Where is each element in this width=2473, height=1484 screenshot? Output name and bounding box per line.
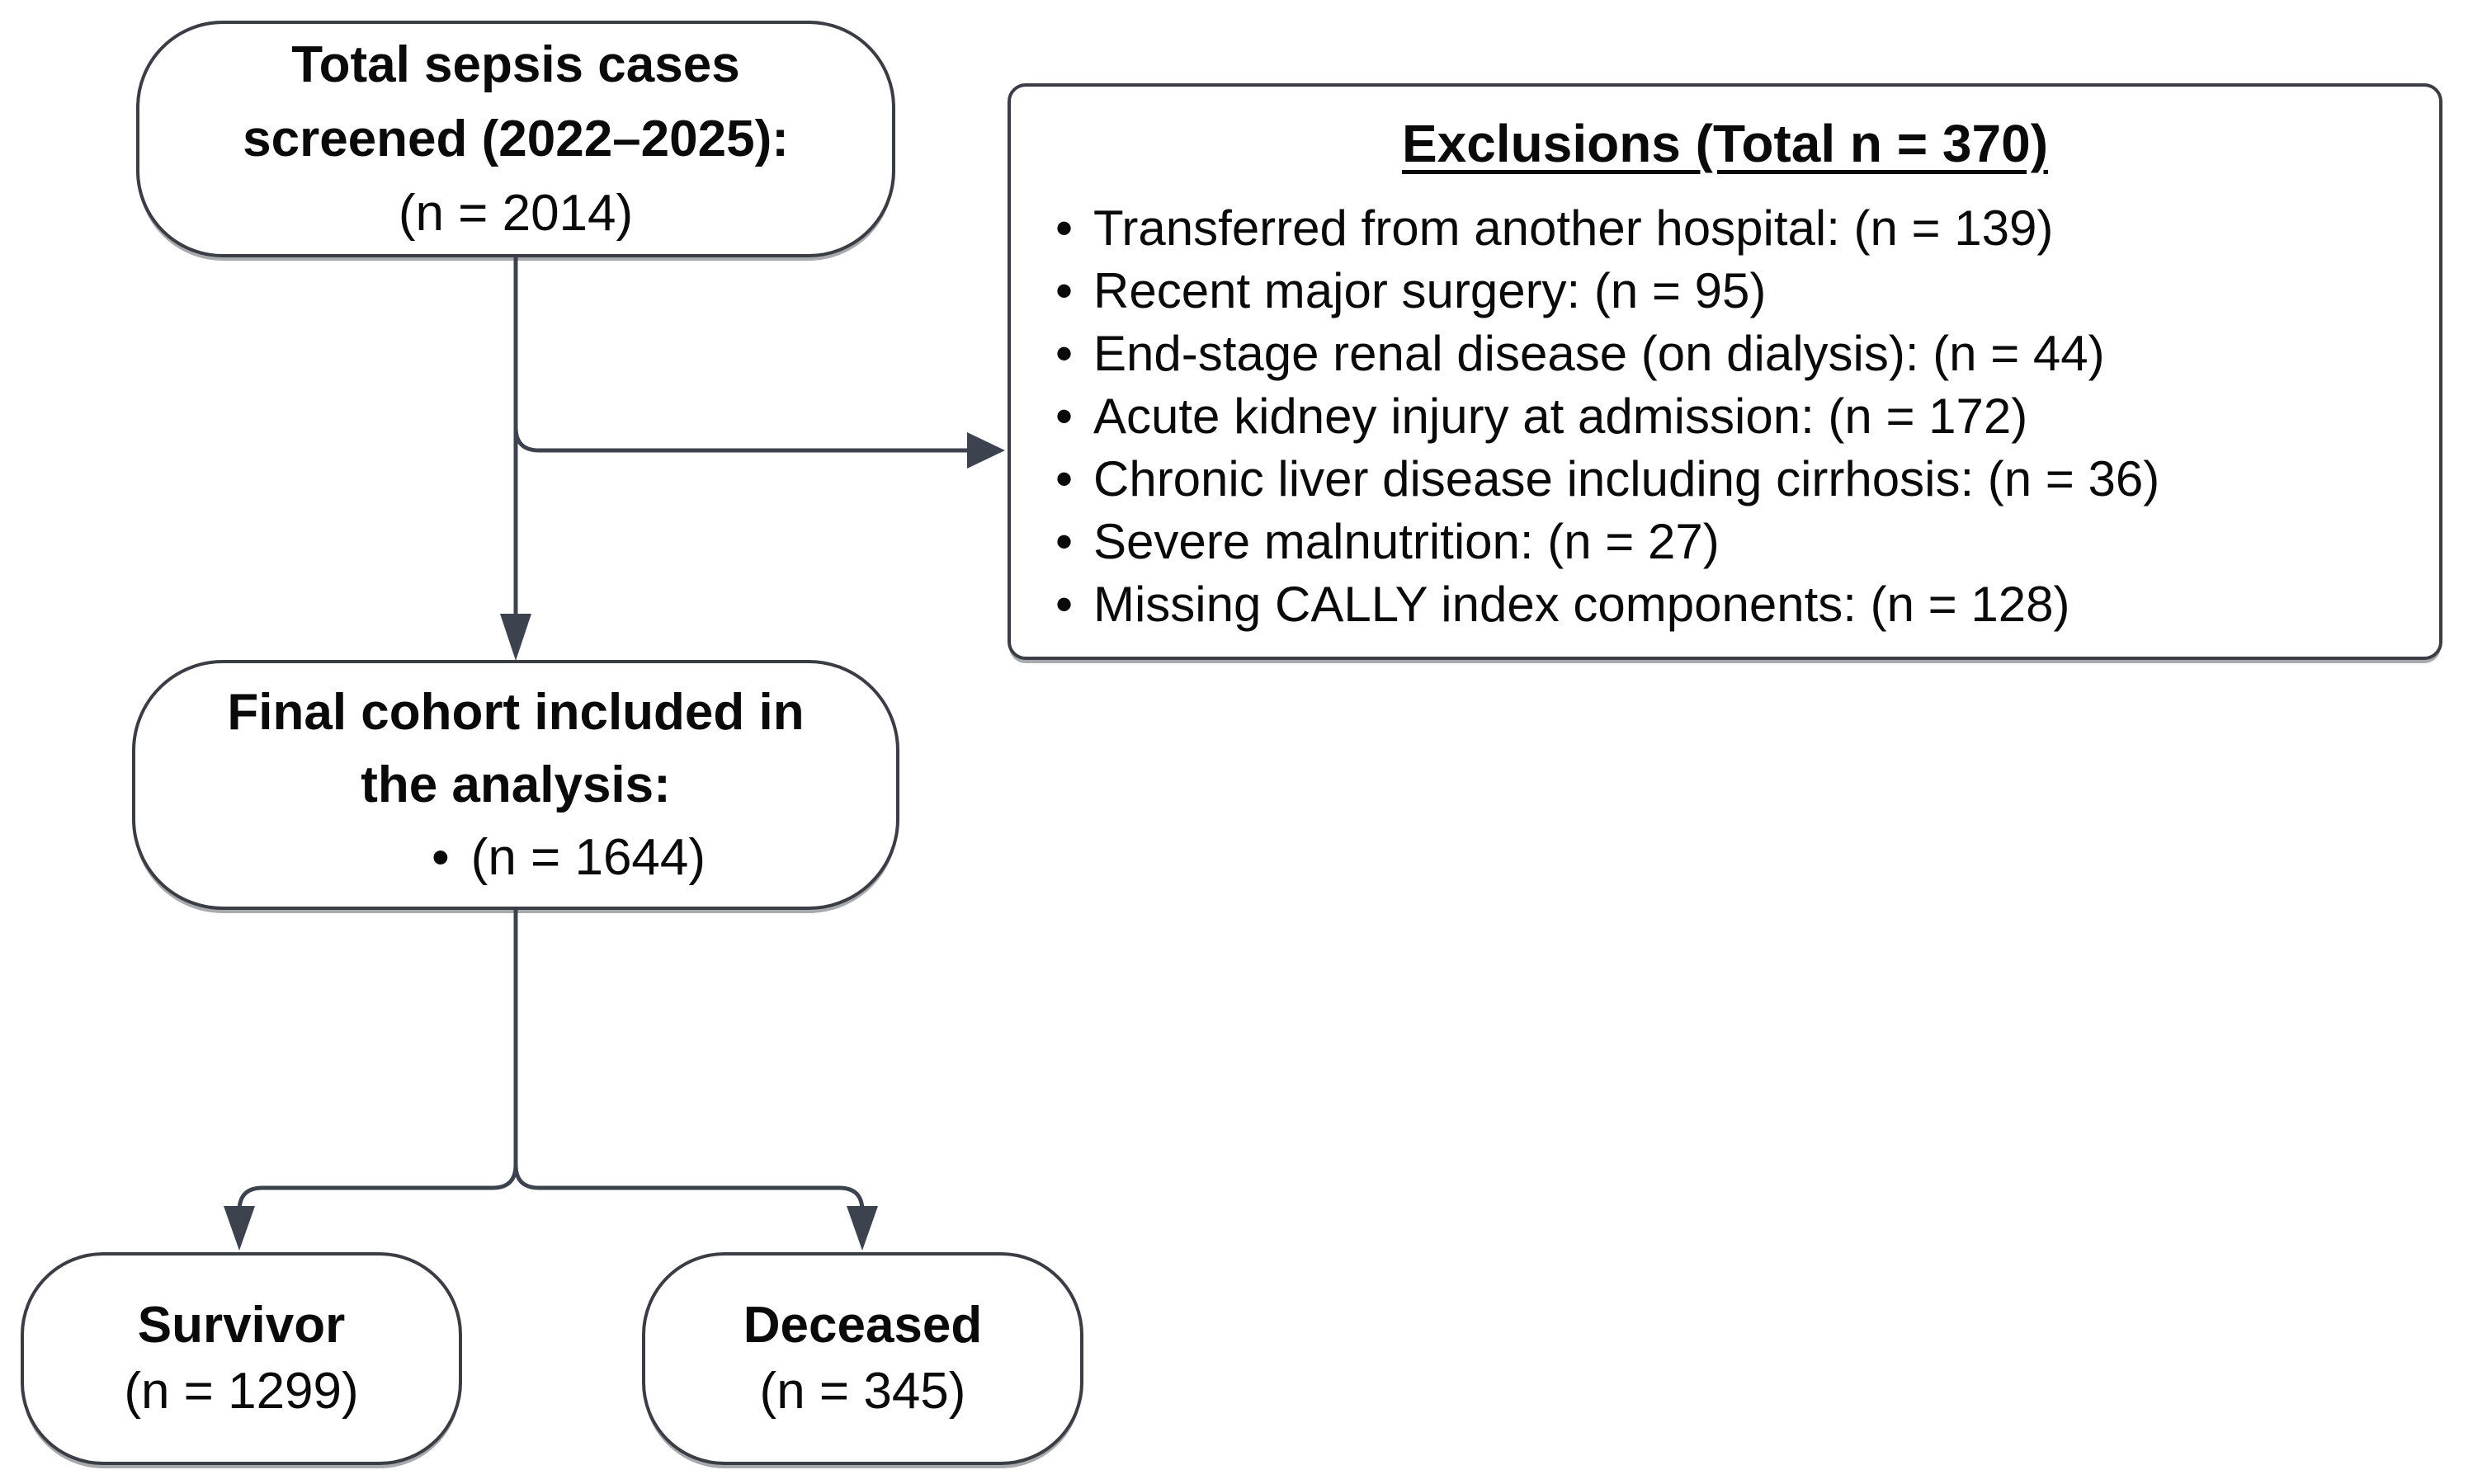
- survivor-box: Survivor (n = 1299): [21, 1252, 462, 1465]
- arrowhead-down-cohort: [500, 614, 531, 661]
- deceased-count: (n = 345): [759, 1363, 966, 1420]
- screened-title-line1: Total sepsis cases: [291, 35, 740, 93]
- final-cohort-count: (n = 1644): [135, 822, 896, 894]
- exclusions-box: Exclusions (Total n = 370) Transferred f…: [1008, 83, 2442, 660]
- screened-box: Total sepsis cases screened (2022–2025):…: [136, 21, 895, 257]
- exclusion-item: Recent major surgery: (n = 95): [1050, 260, 2409, 323]
- survivor-count: (n = 1299): [124, 1363, 359, 1420]
- screened-count: (n = 2014): [398, 184, 634, 242]
- arrowhead-down-deceased: [847, 1206, 878, 1251]
- connector-cohort-to-deceased: [513, 910, 865, 1214]
- final-cohort-title-line2: the analysis:: [361, 756, 671, 813]
- deceased-title: Deceased: [743, 1297, 983, 1354]
- final-cohort-title-line1: Final cohort included in: [227, 683, 805, 741]
- deceased-box: Deceased (n = 345): [642, 1252, 1083, 1465]
- exclusion-item: Chronic liver disease including cirrhosi…: [1050, 448, 2409, 511]
- arrowhead-down-survivor: [224, 1206, 255, 1251]
- connector-to-exclusions: [513, 426, 969, 453]
- screened-title-line2: screened (2022–2025):: [243, 110, 789, 167]
- exclusion-item: Transferred from another hospital: (n = …: [1050, 197, 2409, 260]
- final-cohort-box: Final cohort included in the analysis: (…: [132, 660, 899, 910]
- exclusion-item: Missing CALLY index components: (n = 128…: [1050, 573, 2409, 636]
- exclusion-item: Severe malnutrition: (n = 27): [1050, 511, 2409, 573]
- survivor-title: Survivor: [137, 1297, 346, 1354]
- connector-cohort-to-survivor: [237, 910, 518, 1214]
- arrowhead-right-exclusions: [967, 432, 1005, 469]
- exclusions-title: Exclusions (Total n = 370): [1401, 114, 2049, 173]
- exclusions-list: Transferred from another hospital: (n = …: [1041, 197, 2409, 636]
- exclusion-item: Acute kidney injury at admission: (n = 1…: [1050, 385, 2409, 448]
- exclusion-item: End-stage renal disease (on dialysis): (…: [1050, 323, 2409, 385]
